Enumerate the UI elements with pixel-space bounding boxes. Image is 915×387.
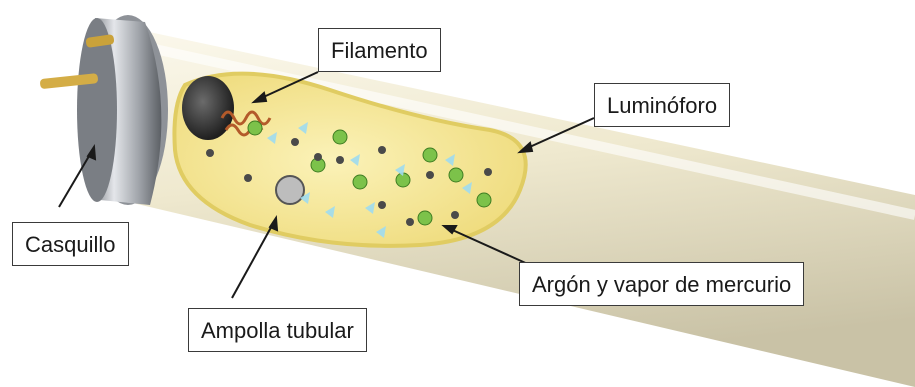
label-ampolla-tubular: Ampolla tubular <box>188 308 367 352</box>
label-luminoforo: Luminóforo <box>594 83 730 127</box>
electrode-cup <box>182 76 234 140</box>
label-casquillo: Casquillo <box>12 222 129 266</box>
label-filamento: Filamento <box>318 28 441 72</box>
label-argon-mercurio: Argón y vapor de mercurio <box>519 262 804 306</box>
lower-electrode <box>276 176 304 204</box>
